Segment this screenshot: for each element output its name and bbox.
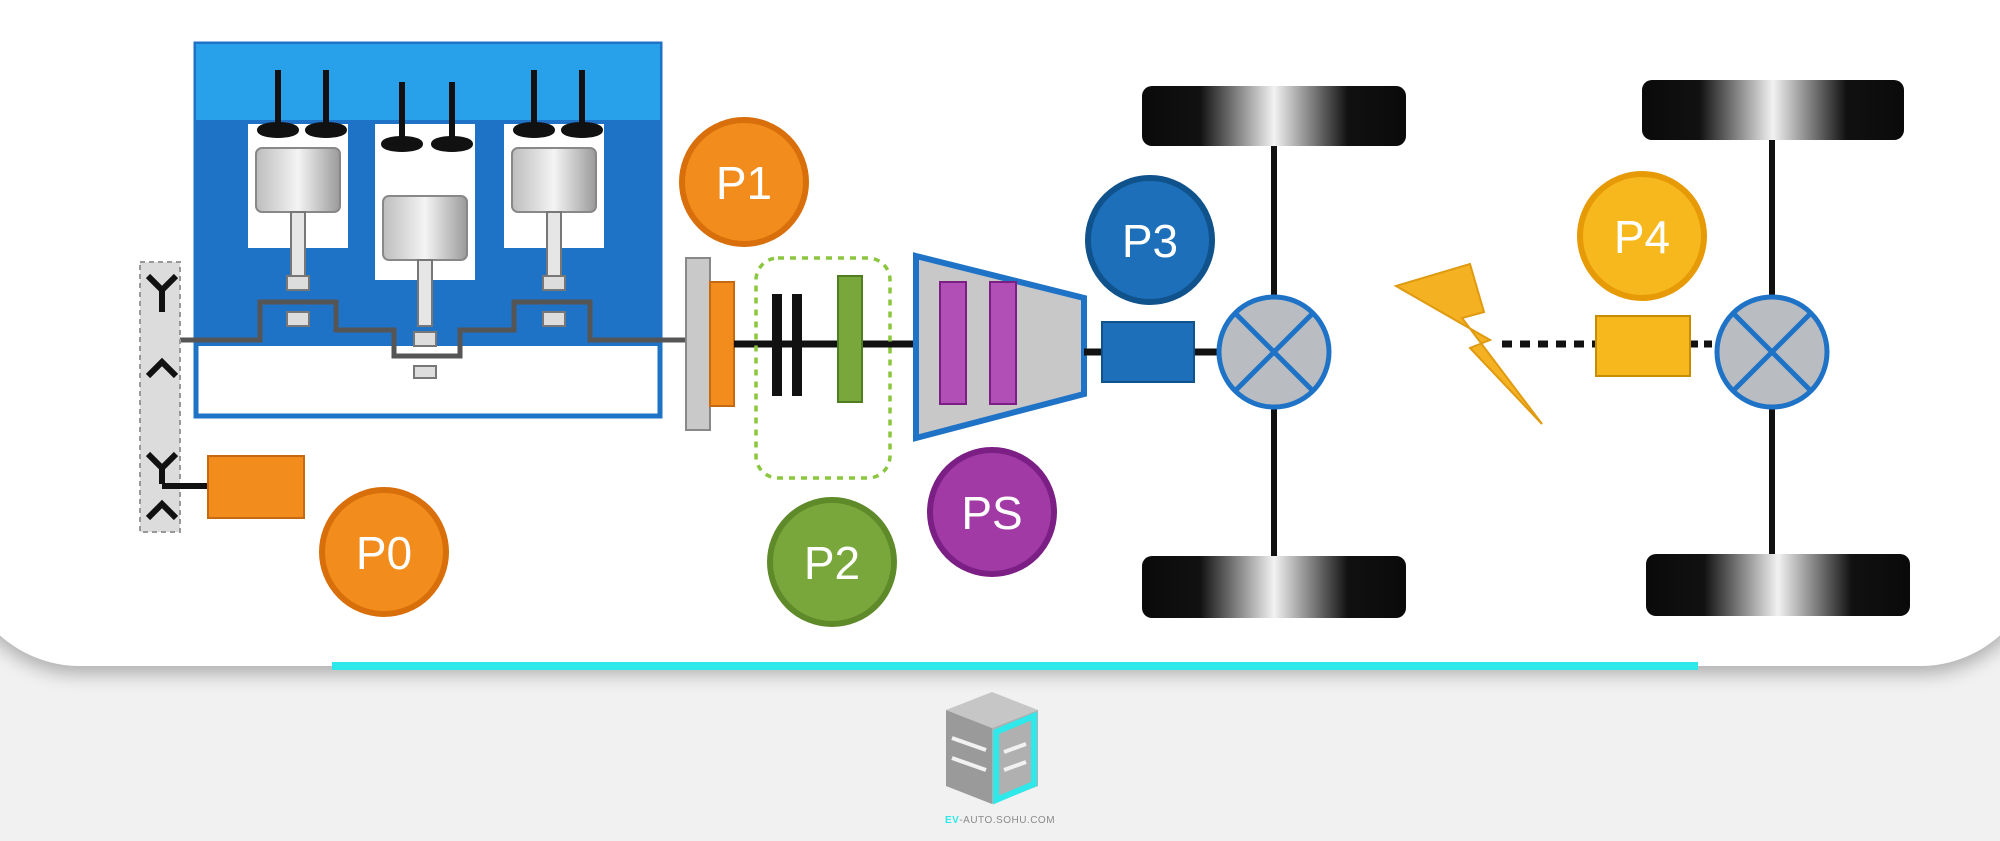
clutch-plate-2 bbox=[792, 294, 802, 396]
badge-label-ps: PS bbox=[961, 487, 1022, 539]
crankshaft bbox=[150, 299, 700, 359]
p0-motor bbox=[207, 455, 305, 519]
p1-motor bbox=[709, 281, 735, 407]
badge-p0: P0 bbox=[319, 487, 449, 617]
badge-ps: PS bbox=[927, 447, 1057, 577]
logo-caption: EV-AUTO.SOHU.COM bbox=[870, 815, 1130, 826]
front-wheel-right bbox=[1142, 556, 1406, 618]
belt-pulley bbox=[139, 261, 305, 533]
differential-icon bbox=[1216, 294, 1332, 410]
badge-p2: P2 bbox=[767, 497, 897, 627]
hybrid-position-diagram: P0 P1 P2 PS P3 P4 bbox=[139, 41, 1910, 627]
badge-label-p4: P4 bbox=[1614, 211, 1670, 263]
ps-motor-2 bbox=[989, 281, 1017, 405]
badge-label-p3: P3 bbox=[1122, 215, 1178, 267]
badge-p3: P3 bbox=[1085, 175, 1215, 305]
badge-p1: P1 bbox=[679, 117, 809, 247]
badge-label-p1: P1 bbox=[716, 157, 772, 209]
engine bbox=[150, 41, 700, 419]
rear-wheel-left bbox=[1642, 80, 1904, 140]
accent-line bbox=[332, 662, 1698, 670]
engine-head bbox=[196, 44, 660, 120]
badge-label-p0: P0 bbox=[356, 527, 412, 579]
lightning-icon bbox=[1393, 262, 1543, 425]
badge-label-p2: P2 bbox=[804, 537, 860, 589]
pistons bbox=[255, 147, 597, 379]
clutch-plate-1 bbox=[772, 294, 782, 396]
p2-motor bbox=[837, 275, 863, 403]
badge-p4: P4 bbox=[1577, 171, 1707, 301]
front-wheel-left bbox=[1142, 86, 1406, 146]
logo-icon bbox=[946, 692, 1038, 805]
flywheel bbox=[685, 257, 711, 431]
p4-motor bbox=[1595, 315, 1691, 377]
valves bbox=[257, 70, 603, 152]
p3-motor bbox=[1101, 321, 1195, 383]
logo-caption-highlight: EV bbox=[944, 815, 960, 826]
rear-axle bbox=[1642, 80, 1910, 616]
rear-wheel-right bbox=[1646, 554, 1910, 616]
front-axle bbox=[1142, 86, 1406, 618]
ps-motor-1 bbox=[939, 281, 967, 405]
differential-icon bbox=[1714, 294, 1830, 410]
logo-caption-rest: -AUTO.SOHU.COM bbox=[959, 815, 1056, 826]
